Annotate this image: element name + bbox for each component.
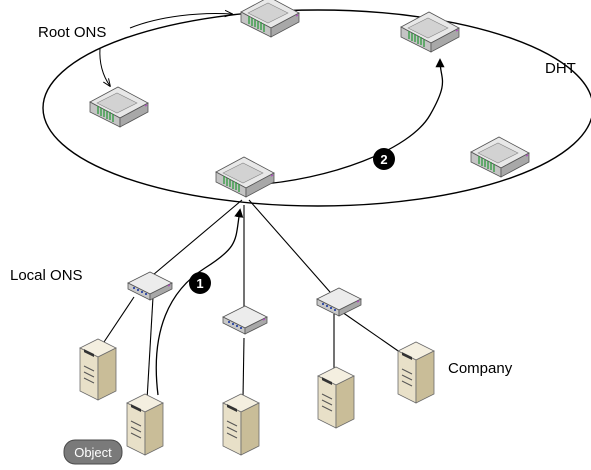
root-ons-arrow-down xyxy=(99,47,110,86)
step1-arrow xyxy=(155,208,244,396)
step1-badge: 1 xyxy=(189,272,211,294)
step2-badge: 2 xyxy=(373,148,395,170)
step2-arrow xyxy=(251,58,445,186)
server-icon xyxy=(126,393,164,456)
router-icon xyxy=(240,0,300,38)
dht-ring xyxy=(42,9,591,207)
company-label: Company xyxy=(448,360,513,377)
step2-number: 2 xyxy=(380,152,387,167)
object-tag: Object xyxy=(63,439,123,465)
server-icon xyxy=(79,338,117,401)
object-label: Object xyxy=(74,445,112,460)
root-ons-label: Root ONS xyxy=(38,24,106,41)
dht-label: DHT xyxy=(545,60,576,77)
router-icon xyxy=(470,136,530,178)
switch-icon xyxy=(127,271,173,301)
router-icon xyxy=(89,86,149,128)
router-icon xyxy=(215,156,275,198)
local-ons-label: Local ONS xyxy=(10,267,83,284)
switch-icon xyxy=(222,305,268,335)
connection-lines xyxy=(99,199,405,401)
server-icon xyxy=(397,341,435,404)
step1-number: 1 xyxy=(196,276,203,291)
server-icon xyxy=(222,393,260,456)
router-icon xyxy=(400,11,460,53)
root-ons-arrow-top xyxy=(129,14,232,29)
server-icon xyxy=(317,366,355,429)
switch-icon xyxy=(316,287,362,317)
